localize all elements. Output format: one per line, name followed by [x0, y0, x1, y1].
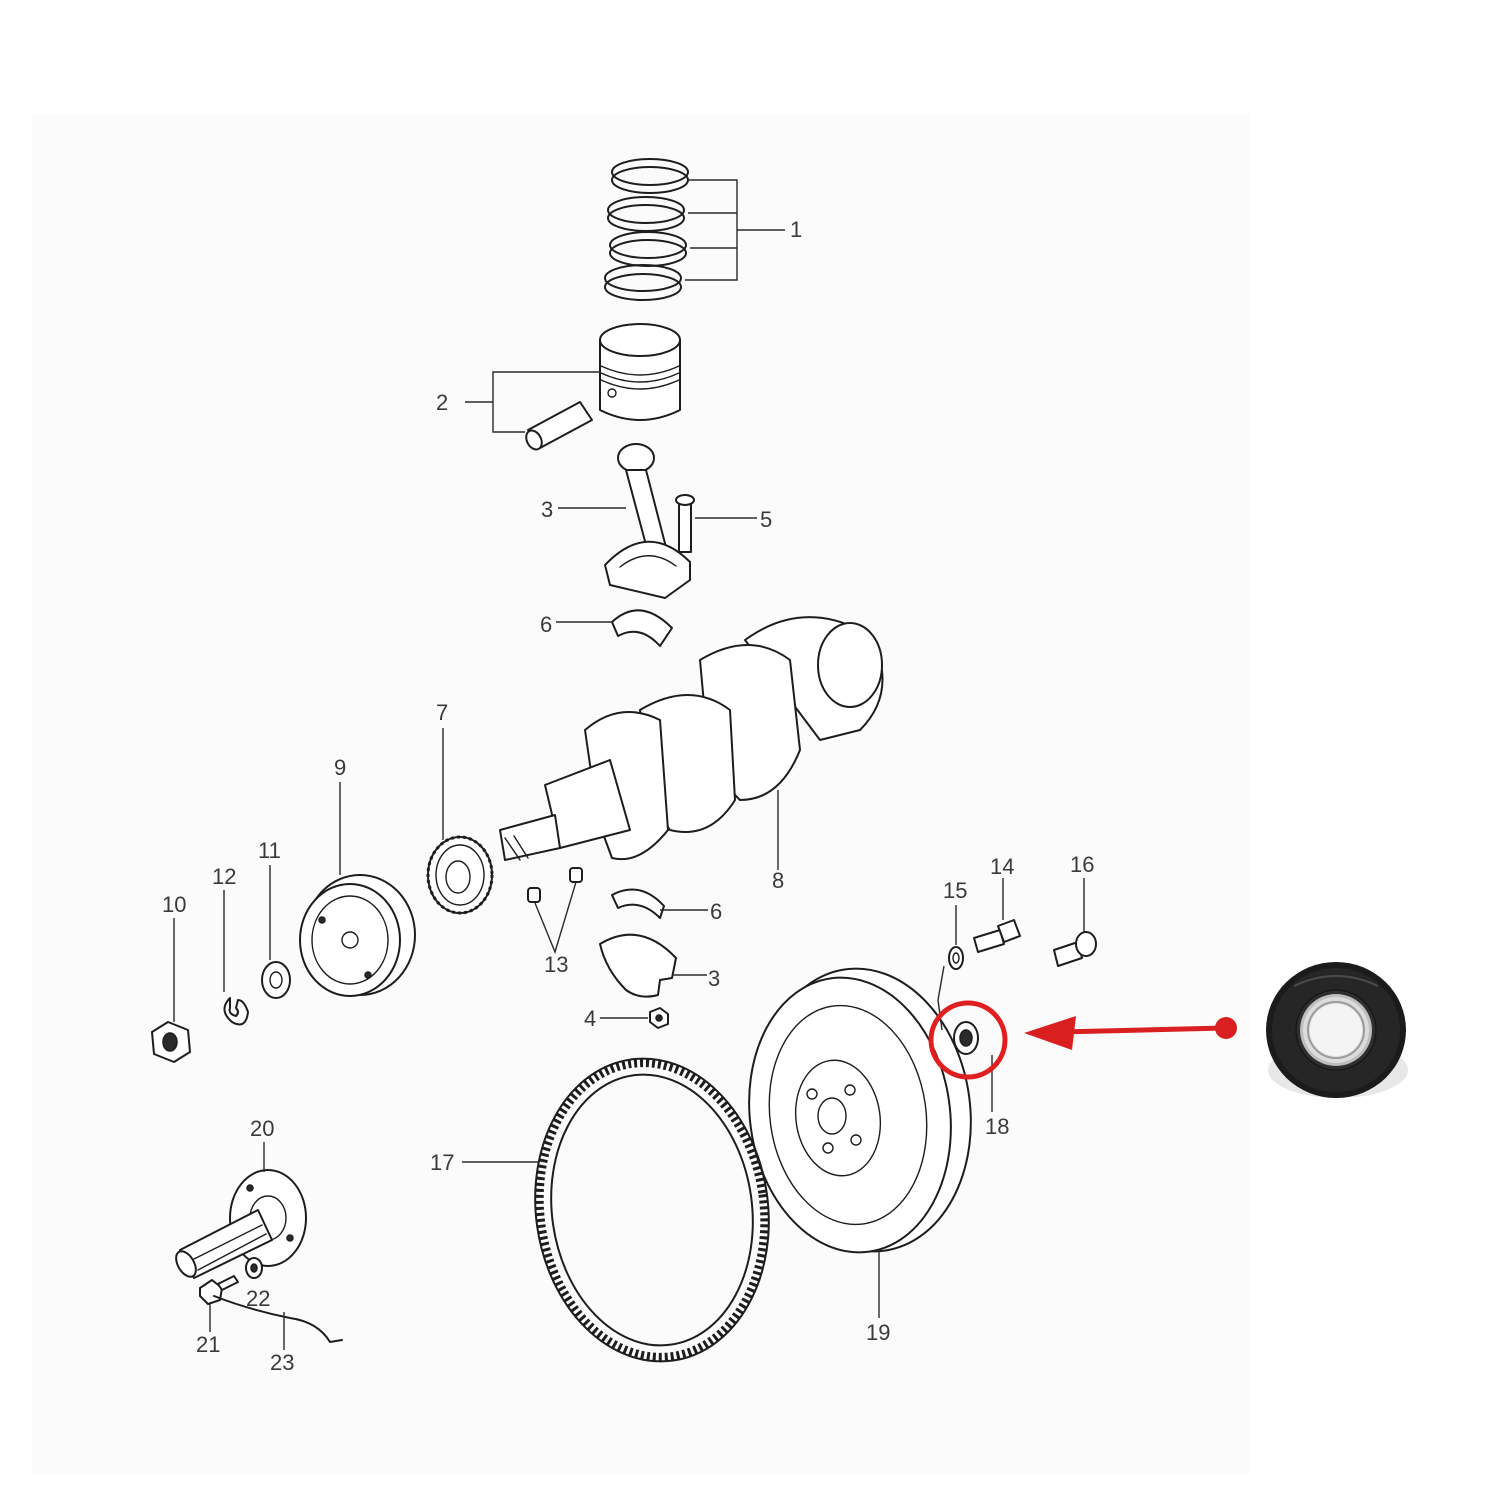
callout-1: 1: [790, 217, 802, 242]
crank-pulley: [299, 874, 416, 997]
pilot-bearing: [953, 1021, 979, 1055]
callout-labels: 1 2 3 5 6 7 9 8 11 12 10 6 13 3 4 15 14 …: [162, 217, 1094, 1375]
main-bearing-upper: [611, 888, 665, 919]
callout-2: 2: [436, 390, 448, 415]
crank-gear: [426, 835, 494, 915]
woodruff-keys: [527, 867, 583, 903]
bearing-photo: [1266, 962, 1408, 1098]
lock-wire: [213, 1295, 343, 1343]
pulley-washer: [261, 961, 291, 999]
callout-4: 4: [584, 1006, 596, 1031]
connecting-rod-cap: [599, 933, 677, 998]
callout-3: 3: [708, 966, 720, 991]
crankshaft: [499, 616, 884, 861]
lock-washer: [223, 997, 249, 1026]
callout-17: 17: [430, 1150, 454, 1175]
callout-16: 16: [1070, 852, 1094, 877]
flywheel: [748, 967, 972, 1254]
pto-washer: [245, 1257, 263, 1279]
callout-18: 18: [985, 1114, 1009, 1139]
flywheel-washer: [948, 946, 964, 970]
callout-19: 19: [866, 1320, 890, 1345]
callout-23: 23: [270, 1350, 294, 1375]
callout-22: 22: [246, 1286, 270, 1311]
callout-3: 3: [541, 497, 553, 522]
callout-21: 21: [196, 1332, 220, 1357]
pto-shaft: [175, 1169, 307, 1279]
cap-nut: [649, 1007, 669, 1029]
pulley-nut: [151, 1021, 191, 1063]
callout-5: 5: [760, 507, 772, 532]
rod-bolt: [675, 494, 695, 553]
piston-pin: [525, 401, 593, 451]
piston: [599, 323, 681, 421]
flywheel-bolt: [973, 919, 1021, 953]
connecting-rod: [604, 443, 691, 599]
highlight-circle: [928, 1000, 1008, 1080]
callout-15: 15: [943, 878, 967, 903]
callout-12: 12: [212, 864, 236, 889]
callout-14: 14: [990, 854, 1014, 879]
ring-gear: [534, 1057, 770, 1363]
callout-8: 8: [772, 868, 784, 893]
callout-6: 6: [710, 899, 722, 924]
callout-13: 13: [544, 952, 568, 977]
callout-11: 11: [258, 838, 281, 863]
flange-bolt: [1053, 931, 1097, 967]
piston-rings: [604, 158, 689, 301]
callout-20: 20: [250, 1116, 274, 1141]
callout-6: 6: [540, 612, 552, 637]
callout-9: 9: [334, 755, 346, 780]
rod-bearing-upper: [611, 609, 673, 647]
callout-7: 7: [436, 700, 448, 725]
pointer-arrow: [1024, 1016, 1237, 1050]
callout-10: 10: [162, 892, 186, 917]
